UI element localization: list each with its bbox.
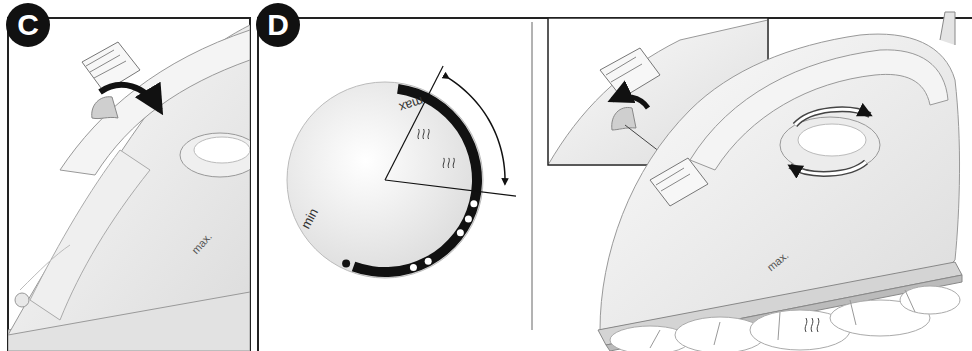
steam-jets	[650, 290, 915, 348]
steam-dial: max min	[287, 82, 483, 278]
divider	[532, 22, 533, 330]
iron-body	[598, 12, 962, 351]
dial-dot	[425, 258, 432, 265]
leader-line	[625, 125, 660, 152]
pointer-line	[385, 180, 516, 196]
dial-mark-label: max.	[765, 250, 790, 274]
dial-dot	[465, 215, 472, 222]
dial-mark-label: max.	[190, 231, 214, 256]
steam-symbol	[443, 158, 454, 168]
dial-label: min	[299, 206, 320, 231]
dial-dot	[457, 229, 464, 236]
dial-label: max	[398, 95, 425, 115]
dial-dot	[410, 264, 417, 271]
steam-cloud	[610, 286, 960, 351]
steam-symbol	[418, 129, 429, 139]
panel-letter-text: D	[267, 10, 289, 40]
dial-dot	[470, 200, 477, 207]
dial-markings	[287, 66, 516, 278]
dial-dot	[342, 259, 350, 267]
pointer-line	[385, 66, 443, 180]
steam-symbol	[805, 318, 819, 332]
panel-letter: C	[6, 3, 50, 47]
panel-letter-text: C	[17, 10, 39, 40]
panel-frame	[8, 18, 972, 351]
range-arrow	[449, 78, 505, 184]
panel-letter: D	[256, 3, 300, 47]
iron-closeup	[8, 25, 250, 351]
steam-band	[352, 84, 482, 277]
